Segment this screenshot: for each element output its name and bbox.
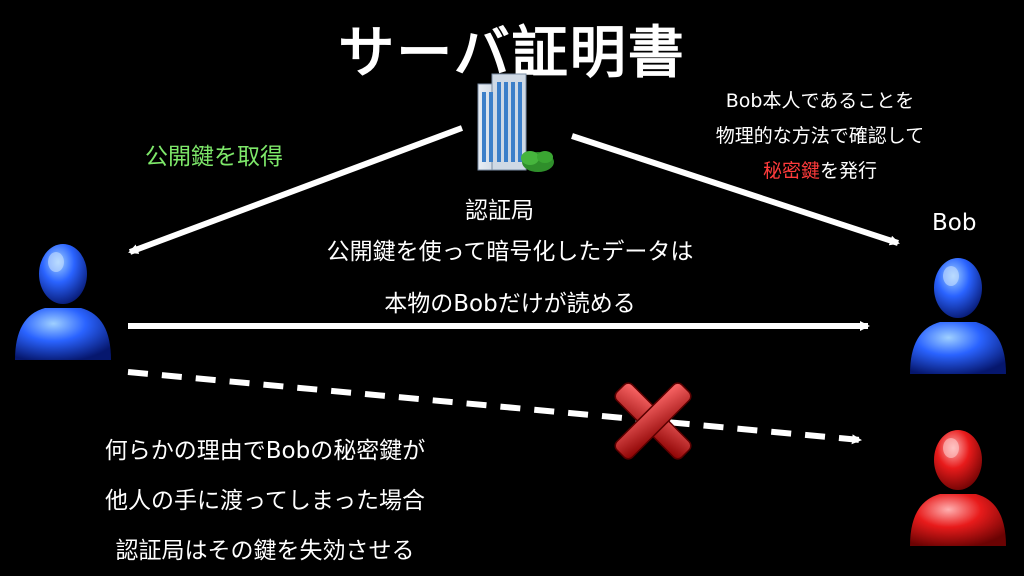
bob-name-label: Bob bbox=[932, 210, 977, 236]
encrypted-msg-line-1: 公開鍵を使って暗号化したデータは bbox=[326, 239, 694, 265]
bob-note-line-3: 秘密鍵を発行 bbox=[650, 154, 990, 189]
bob-note-line-1: Bob本人であることを bbox=[725, 90, 915, 112]
bob-user-icon bbox=[910, 258, 1006, 374]
private-key-highlight: 秘密鍵 bbox=[762, 160, 820, 182]
dashed-arrow-to-attacker bbox=[127, 369, 862, 445]
encrypted-msg-line-2: 本物のBobだけが読める bbox=[384, 291, 636, 317]
alice-user-icon bbox=[15, 244, 111, 360]
issue-text: を発行 bbox=[820, 160, 878, 182]
leak-note-line-2: 他人の手に渡ってしまった場合 bbox=[105, 488, 425, 514]
leak-note-line-3: 認証局はその鍵を失効させる bbox=[115, 538, 415, 564]
get-public-key-label: 公開鍵を取得 bbox=[145, 144, 283, 170]
arrow-ca-to-alice bbox=[128, 125, 464, 255]
ca-label: 認証局 bbox=[465, 198, 534, 224]
bob-note: Bob本人であることを 物理的な方法で確認して 秘密鍵を発行 bbox=[650, 84, 990, 189]
red-x-icon bbox=[614, 382, 692, 460]
arrow-ca-to-bob bbox=[571, 133, 900, 246]
bob-note-line-2: 物理的な方法で確認して bbox=[715, 125, 925, 147]
leak-note: 何らかの理由でBobの秘密鍵が 他人の手に渡ってしまった場合 認証局はその鍵を失… bbox=[0, 426, 530, 576]
leak-note-line-1: 何らかの理由でBobの秘密鍵が bbox=[104, 438, 426, 464]
attacker-user-icon bbox=[910, 430, 1006, 546]
office-building-icon bbox=[477, 73, 554, 172]
